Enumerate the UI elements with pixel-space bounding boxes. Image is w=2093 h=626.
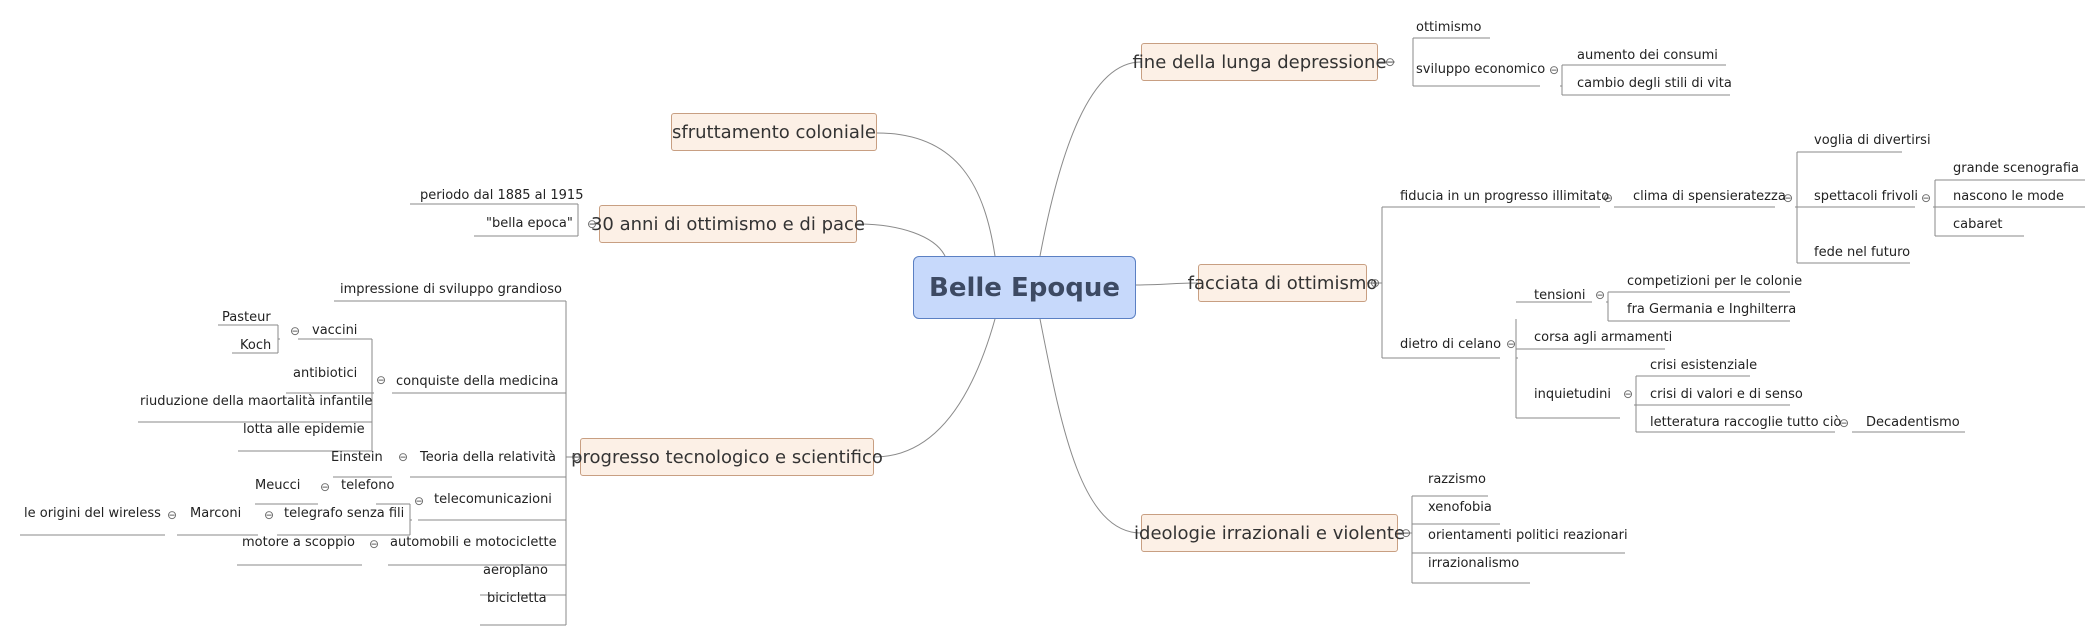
collapse-icon[interactable]: ⊖ [413, 494, 425, 508]
collapse-icon[interactable]: ⊖ [1622, 387, 1634, 401]
edge-sfruttamento [876, 132, 996, 257]
topic-sfruttamento-coloniale[interactable]: sfruttamento coloniale [671, 113, 877, 151]
label-sviluppo-economico: sviluppo economico [1416, 62, 1546, 77]
label-spettacoli: spettacoli frivoli [1814, 189, 1919, 204]
collapse-icon[interactable]: ⊖ [1838, 416, 1850, 430]
label-tensioni: tensioni [1534, 288, 1586, 303]
label-voglia: voglia di divertirsi [1814, 133, 1931, 148]
label-einstein: Einstein [331, 450, 383, 465]
label-grande-scenografia: grande scenografia [1953, 161, 2080, 176]
label-fiducia: fiducia in un progresso illimitato [1400, 189, 1610, 204]
label-cabaret: cabaret [1953, 217, 2003, 232]
edge-progresso [873, 318, 996, 458]
label-telefono: telefono [341, 478, 395, 493]
label-fra-germania: fra Germania e Inghilterra [1627, 302, 1797, 317]
label-conquiste-medicina: conquiste della medicina [396, 374, 559, 389]
collapse-icon[interactable]: ⊖ [1369, 276, 1381, 290]
label-crisi-esistenziale: crisi esistenziale [1650, 358, 1758, 373]
central-topic[interactable]: Belle Epoque [913, 256, 1136, 319]
label-marconi: Marconi [190, 506, 242, 521]
edge-fine-depressione [1039, 61, 1142, 257]
topic-ideologie[interactable]: ideologie irrazionali e violente [1134, 514, 1405, 552]
collapse-icon[interactable]: ⊖ [1505, 337, 1517, 351]
label-crisi-valori: crisi di valori e di senso [1650, 387, 1803, 402]
label-clima: clima di spensieratezza [1633, 189, 1786, 204]
topic-progresso[interactable]: progresso tecnologico e scientifico [571, 438, 883, 476]
label-cambio-stili: cambio degli stili di vita [1577, 76, 1732, 91]
collapse-icon[interactable]: ⊖ [319, 480, 331, 494]
label-meucci: Meucci [255, 478, 301, 493]
collapse-icon[interactable]: ⊖ [166, 508, 178, 522]
collapse-icon[interactable]: ⊖ [570, 450, 582, 464]
label-telegrafo: telegrafo senza fili [284, 506, 405, 521]
label-irrazionalismo: irrazionalismo [1428, 556, 1520, 571]
label-competizioni: competizioni per le colonie [1627, 274, 1803, 289]
label-xenofobia: xenofobia [1428, 500, 1492, 515]
label-koch: Koch [240, 338, 272, 353]
collapse-icon[interactable]: ⊖ [1602, 191, 1614, 205]
label-bella-epoca: "bella epoca" [486, 216, 573, 231]
collapse-icon[interactable]: ⊖ [1920, 191, 1932, 205]
label-dietro-celano: dietro di celano [1400, 337, 1502, 352]
label-inquietudini: inquietudini [1534, 387, 1612, 402]
label-razzismo: razzismo [1428, 472, 1486, 487]
label-teoria-relativita: Teoria della relatività [420, 450, 557, 465]
edge-trenta-anni [856, 223, 946, 257]
label-lotta-epidemie: lotta alle epidemie [243, 422, 365, 437]
label-impressione: impressione di sviluppo grandioso [340, 282, 562, 297]
collapse-icon[interactable]: ⊖ [586, 217, 598, 231]
label-decadentismo: Decadentismo [1866, 415, 1960, 430]
label-letteratura: letteratura raccoglie tutto ciò [1650, 415, 1842, 430]
label-antibiotici: antibiotici [293, 366, 358, 381]
collapse-icon[interactable]: ⊖ [1594, 288, 1606, 302]
label-riduzione: riuduzione della maortalità infantile [140, 394, 373, 409]
collapse-icon[interactable]: ⊖ [1782, 191, 1794, 205]
topic-trenta-anni[interactable]: 30 anni di ottimismo e di pace [591, 205, 865, 243]
collapse-icon[interactable]: ⊖ [397, 450, 409, 464]
label-origini-wireless: le origini del wireless [24, 506, 161, 521]
edge-facciata [1135, 282, 1199, 286]
label-bicicletta: bicicletta [487, 591, 547, 606]
collapse-icon[interactable]: ⊖ [375, 373, 387, 387]
topic-fine-depressione[interactable]: fine della lunga depressione [1132, 43, 1387, 81]
collapse-icon[interactable]: ⊖ [1548, 63, 1560, 77]
label-orientamenti: orientamenti politici reazionari [1428, 528, 1628, 543]
label-telecomunicazioni: telecomunicazioni [434, 492, 552, 507]
collapse-icon[interactable]: ⊖ [1400, 526, 1412, 540]
collapse-icon[interactable]: ⊖ [1384, 55, 1396, 69]
label-automobili: automobili e motociclette [390, 535, 557, 550]
collapse-icon[interactable]: ⊖ [368, 537, 380, 551]
label-ottimismo: ottimismo [1416, 20, 1482, 35]
label-corsa-armamenti: corsa agli armamenti [1534, 330, 1673, 345]
label-motore-scoppio: motore a scoppio [242, 535, 355, 550]
label-periodo: periodo dal 1885 al 1915 [420, 188, 584, 203]
label-pasteur: Pasteur [222, 310, 271, 325]
collapse-icon[interactable]: ⊖ [289, 324, 301, 338]
label-nascono-mode: nascono le mode [1953, 189, 2065, 204]
label-aeroplano: aeroplano [483, 563, 548, 578]
topic-facciata-ottimismo[interactable]: facciata di ottimismo [1188, 264, 1377, 302]
label-vaccini: vaccini [312, 323, 358, 338]
collapse-icon[interactable]: ⊖ [263, 508, 275, 522]
label-aumento-consumi: aumento dei consumi [1577, 48, 1718, 63]
label-fede-futuro: fede nel futuro [1814, 245, 1911, 260]
edge-ideologie [1039, 318, 1142, 534]
